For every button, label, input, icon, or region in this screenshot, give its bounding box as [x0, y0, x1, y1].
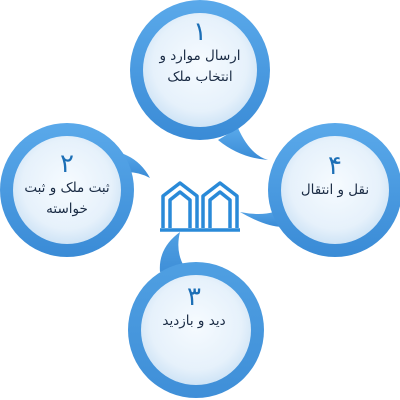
- step-3-bubble-inner: [141, 275, 251, 385]
- step-4-label: نقل و انتقال: [300, 182, 370, 198]
- step-2-bubble-inner: [13, 136, 121, 244]
- step-1-bubble-inner: [143, 13, 257, 127]
- house-arches-logo-icon: [160, 181, 240, 232]
- step-2-label: ثبت ملک و ثبت خواسته: [24, 180, 110, 217]
- step-4-bubble: [240, 123, 400, 257]
- step-2-number: ۲: [60, 149, 74, 179]
- step-3-text: ۳ دید و بازدید: [137, 283, 251, 332]
- step-2-bubble: [0, 123, 150, 257]
- step-3-bubble: [128, 232, 264, 398]
- step-3-number: ۳: [187, 282, 201, 312]
- step-2-text: ۲ ثبت ملک و ثبت خواسته: [10, 150, 124, 220]
- step-1-number: ۱: [193, 17, 207, 47]
- step-4-bubble-inner: [281, 136, 389, 244]
- step-3-bubble-tail: [159, 232, 185, 272]
- step-4-number: ۴: [328, 151, 342, 181]
- step-1-bubble: [130, 0, 270, 160]
- step-4-text: ۴ نقل و انتقال: [280, 152, 390, 201]
- step-3-label: دید و بازدید: [162, 313, 226, 329]
- step-1-text: ۱ ارسال موارد و انتخاب ملک: [143, 18, 257, 88]
- step-1-bubble-tail: [218, 128, 268, 160]
- step-1-label: ارسال موارد و انتخاب ملک: [159, 48, 241, 85]
